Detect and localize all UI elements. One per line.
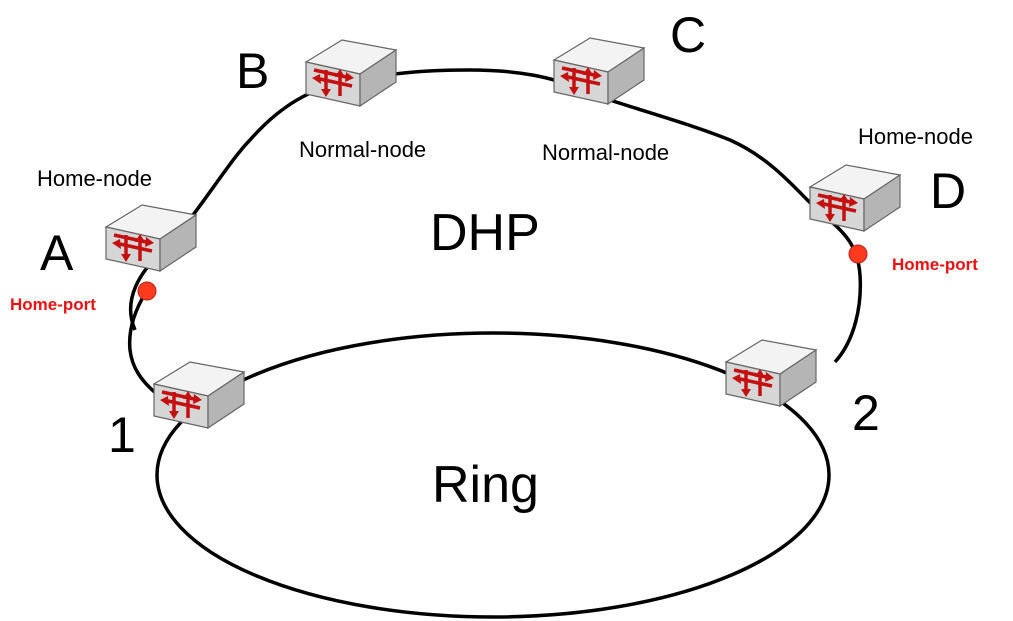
- ring-label: Ring: [432, 456, 539, 514]
- node-label-c: C: [670, 7, 706, 63]
- node-label-d: D: [930, 163, 966, 219]
- node-label-a: A: [40, 225, 74, 281]
- home-port-dot-d: [848, 244, 868, 264]
- ring-loop: [155, 331, 831, 619]
- node-label-2: 2: [852, 385, 880, 441]
- link-a-to-1: [127, 291, 160, 397]
- home-port-dot-a: [137, 281, 157, 301]
- role-label-a: Home-node: [37, 166, 152, 191]
- home-port-label-d: Home-port: [892, 255, 978, 274]
- switch-icon-2: [724, 338, 818, 408]
- node-label-1: 1: [108, 407, 136, 463]
- node-label-b: B: [236, 43, 269, 99]
- role-label-d: Home-node: [858, 124, 973, 149]
- dhp-path: [128, 68, 863, 364]
- role-label-c: Normal-node: [542, 140, 669, 165]
- home-port-label-a: Home-port: [10, 295, 96, 314]
- role-label-b: Normal-node: [299, 137, 426, 162]
- switch-icon-d: [808, 163, 902, 233]
- switch-icon-1: [152, 360, 246, 430]
- switch-icon-c: [552, 36, 646, 106]
- switch-icon-b: [304, 38, 398, 108]
- dhp-label: DHP: [430, 204, 540, 262]
- switch-icon-a: [104, 203, 198, 273]
